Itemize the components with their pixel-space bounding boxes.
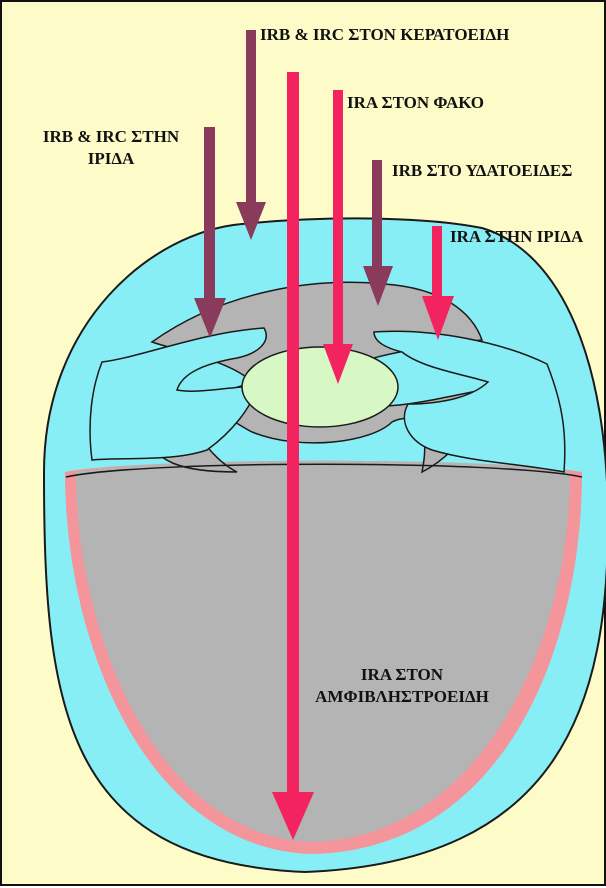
label-lens: IRA ΣΤΟΝ ΦΑΚΟ xyxy=(347,92,484,114)
label-retina-line1: IRA ΣΤΟΝ xyxy=(302,664,502,686)
lens xyxy=(242,347,398,427)
label-retina: IRA ΣΤΟΝ ΑΜΦΙΒΛΗΣΤΡΟΕΙΔΗ xyxy=(302,664,502,708)
label-retina-line2: ΑΜΦΙΒΛΗΣΤΡΟΕΙΔΗ xyxy=(302,686,502,708)
label-iris-irb-line2: IΡΙΔΑ xyxy=(36,148,186,170)
label-cornea: IRB & IRC ΣΤΟΝ ΚΕΡΑΤΟΕΙΔΗ xyxy=(260,24,509,46)
label-aqueous: IRB ΣΤΟ ΥΔΑΤΟΕΙΔΕΣ xyxy=(392,160,572,182)
label-iris-ira: IRA ΣΤΗΝ ΙΡΙΔΑ xyxy=(450,226,583,248)
label-iris-irb: IRB & IRC ΣΤΗΝ IΡΙΔΑ xyxy=(36,126,186,170)
arrow-irb-cornea xyxy=(236,30,266,240)
label-iris-irb-line1: IRB & IRC ΣΤΗΝ xyxy=(36,126,186,148)
